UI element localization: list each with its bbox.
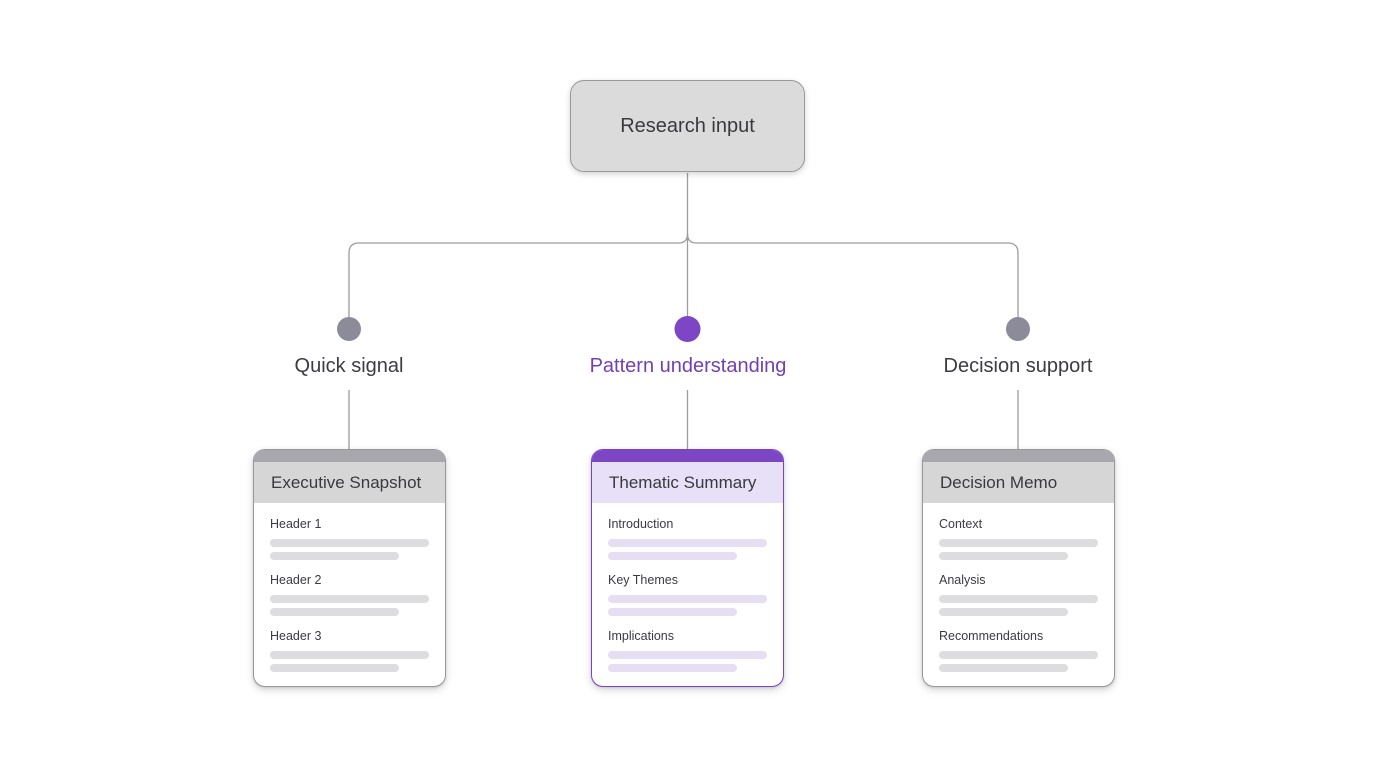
section-heading: Introduction — [608, 517, 674, 531]
card-section: Header 2 — [270, 573, 429, 616]
card-title: Executive Snapshot — [254, 462, 445, 503]
placeholder-text-bar — [270, 651, 429, 659]
card-executive-snapshot: Executive Snapshot Header 1 Header 2 Hea… — [253, 449, 446, 687]
card-body: Context Analysis Recommendations — [923, 503, 1114, 672]
card-title: Decision Memo — [923, 462, 1114, 503]
placeholder-text-bar — [270, 595, 429, 603]
section-heading: Header 2 — [270, 573, 322, 587]
card-body: Introduction Key Themes Implications — [592, 503, 783, 672]
section-heading: Implications — [608, 629, 674, 643]
branch-label-decision-support: Decision support — [943, 355, 1093, 377]
placeholder-text-bar — [270, 664, 399, 672]
placeholder-text-bar — [270, 552, 399, 560]
placeholder-text-bar — [270, 539, 429, 547]
card-body: Header 1 Header 2 Header 3 — [254, 503, 445, 672]
card-accent-strip — [592, 450, 783, 462]
card-section: Implications — [608, 629, 767, 672]
branch-dot-quick-signal — [337, 317, 361, 341]
root-node-research-input: Research input — [570, 80, 805, 172]
placeholder-text-bar — [608, 651, 767, 659]
card-accent-strip — [254, 450, 445, 462]
placeholder-text-bar — [608, 552, 737, 560]
section-heading: Header 1 — [270, 517, 322, 531]
section-heading: Context — [939, 517, 983, 531]
placeholder-text-bar — [939, 608, 1068, 616]
branch-label-pattern-understanding: Pattern understanding — [589, 355, 787, 377]
placeholder-text-bar — [939, 664, 1068, 672]
section-heading: Recommendations — [939, 629, 1044, 643]
placeholder-text-bar — [608, 595, 767, 603]
placeholder-text-bar — [270, 608, 399, 616]
branch-dot-decision-support — [1006, 317, 1030, 341]
card-section: Header 1 — [270, 517, 429, 560]
root-node-label: Research input — [620, 114, 755, 137]
card-section: Introduction — [608, 517, 767, 560]
placeholder-text-bar — [939, 539, 1098, 547]
placeholder-text-bar — [608, 608, 737, 616]
placeholder-text-bar — [939, 651, 1098, 659]
branch-label-quick-signal: Quick signal — [294, 355, 404, 377]
card-thematic-summary: Thematic Summary Introduction Key Themes… — [591, 449, 784, 687]
card-section: Header 3 — [270, 629, 429, 672]
branch-dot-pattern-understanding — [674, 316, 701, 342]
placeholder-text-bar — [608, 664, 737, 672]
card-accent-strip — [923, 450, 1114, 462]
branch-line-right — [686, 233, 1019, 317]
card-decision-memo: Decision Memo Context Analysis Recommend… — [922, 449, 1115, 687]
section-heading: Analysis — [939, 573, 986, 587]
card-section: Key Themes — [608, 573, 767, 616]
branch-line-left — [348, 233, 689, 317]
section-heading: Key Themes — [608, 573, 678, 587]
card-title: Thematic Summary — [592, 462, 783, 503]
card-section: Recommendations — [939, 629, 1098, 672]
card-section: Analysis — [939, 573, 1098, 616]
card-section: Context — [939, 517, 1098, 560]
placeholder-text-bar — [939, 552, 1068, 560]
placeholder-text-bar — [608, 539, 767, 547]
section-heading: Header 3 — [270, 629, 322, 643]
placeholder-text-bar — [939, 595, 1098, 603]
